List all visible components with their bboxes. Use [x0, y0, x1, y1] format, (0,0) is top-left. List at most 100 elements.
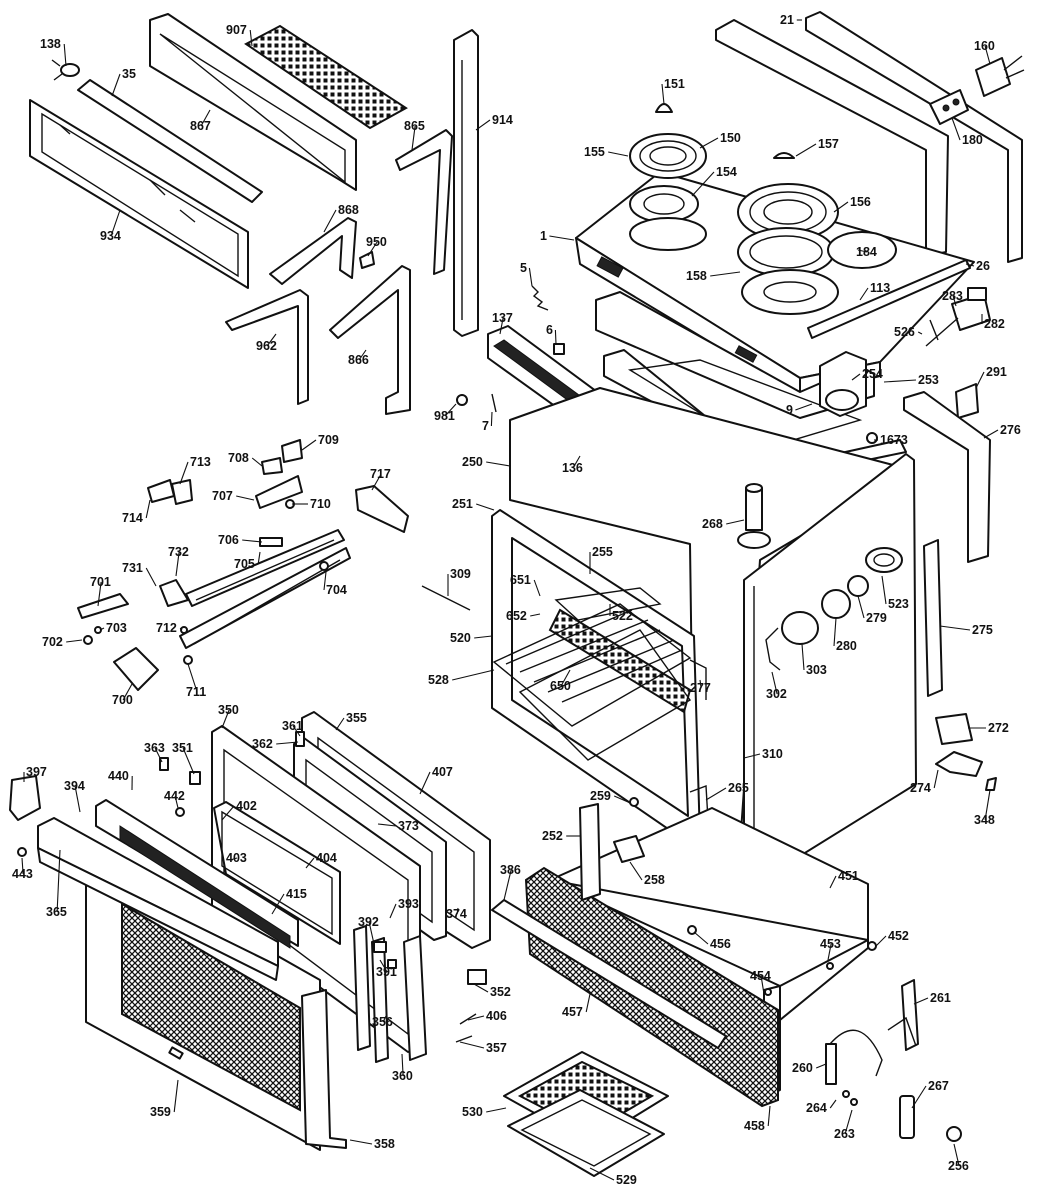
- part-callout-282: 282: [984, 317, 1005, 331]
- part-callout-136: 136: [562, 461, 583, 475]
- leader-line: [815, 1063, 827, 1069]
- part-callout-520: 520: [450, 631, 471, 645]
- leader-line: [691, 171, 715, 197]
- part-callout-362: 362: [252, 737, 273, 751]
- wire-302: [765, 627, 781, 671]
- hinge-bracket-356: [403, 935, 427, 1061]
- switch-block-254: [819, 351, 867, 417]
- clip-1673: [866, 432, 878, 444]
- leader-line: [379, 959, 388, 973]
- clip-348: [985, 777, 997, 791]
- leader-line: [401, 1053, 404, 1077]
- part-callout-708: 708: [228, 451, 249, 465]
- part-callout-151: 151: [664, 77, 685, 91]
- part-callout-7: 7: [482, 419, 489, 433]
- leader-line: [368, 921, 375, 945]
- part-callout-706: 706: [218, 533, 239, 547]
- part-callout-652: 652: [506, 609, 527, 623]
- part-callout-268: 268: [702, 517, 723, 531]
- part-callout-276: 276: [1000, 423, 1021, 437]
- part-callout-260: 260: [792, 1061, 813, 1075]
- vent-tube-268: [737, 483, 771, 549]
- part-callout-283: 283: [942, 289, 963, 303]
- leader-line: [533, 579, 541, 597]
- leader-line: [301, 439, 317, 451]
- leader-line: [66, 639, 83, 643]
- part-callout-258: 258: [644, 873, 665, 887]
- part-callout-397: 397: [26, 765, 47, 779]
- bracket-865: [395, 129, 453, 275]
- leader-line: [367, 241, 378, 257]
- leader-line: [444, 403, 457, 417]
- leader-line: [486, 1107, 507, 1113]
- leader-line: [154, 747, 163, 763]
- wire-309: [421, 585, 471, 611]
- leader-line: [699, 679, 702, 689]
- part-callout-407: 407: [432, 765, 453, 779]
- leader-line: [913, 997, 929, 1005]
- leader-line: [276, 741, 299, 745]
- door-window-403: [213, 801, 341, 945]
- part-callout-404: 404: [316, 851, 337, 865]
- part-callout-731: 731: [122, 561, 143, 575]
- leader-line: [554, 329, 557, 345]
- leader-lines: [21, 19, 999, 1181]
- clip-6: [553, 343, 565, 355]
- leader-line: [419, 771, 431, 795]
- leader-line: [984, 45, 991, 65]
- part-callout-529: 529: [616, 1173, 637, 1187]
- part-callout-352: 352: [490, 985, 511, 999]
- leader-line: [801, 643, 805, 671]
- part-callout-155: 155: [584, 145, 605, 159]
- leader-line: [767, 1105, 771, 1127]
- part-callout-259: 259: [590, 789, 611, 803]
- brace-914: [453, 29, 479, 337]
- part-callout-261: 261: [930, 991, 951, 1005]
- leader-line: [699, 137, 719, 149]
- part-callout-291: 291: [986, 365, 1007, 379]
- clip-157: [773, 152, 795, 159]
- leader-line: [271, 893, 285, 915]
- part-callout-907: 907: [226, 23, 247, 37]
- knob-526: [925, 317, 959, 347]
- leveling-leg-parts: [825, 979, 962, 1142]
- leader-line: [726, 519, 745, 525]
- leader-line: [911, 1085, 927, 1109]
- drawer-side-252: [579, 803, 601, 901]
- part-callout-867: 867: [190, 119, 211, 133]
- drawer-clip-258: [613, 835, 645, 863]
- leader-line: [476, 503, 495, 511]
- spring-5: [531, 285, 549, 311]
- part-callout-914: 914: [492, 113, 513, 127]
- part-callout-457: 457: [562, 1005, 583, 1019]
- leader-line: [833, 617, 837, 647]
- part-callout-158: 158: [686, 269, 707, 283]
- part-callout-184: 184: [856, 245, 877, 259]
- leader-line: [984, 789, 991, 821]
- part-callout-156: 156: [850, 195, 871, 209]
- part-callout-703: 703: [106, 621, 127, 635]
- part-callout-866: 866: [348, 353, 369, 367]
- bracket-868: [269, 217, 357, 285]
- part-callout-710: 710: [310, 497, 331, 511]
- leader-line: [917, 331, 923, 335]
- leader-line: [829, 875, 837, 889]
- bulb-279: [847, 575, 869, 597]
- part-callout-21: 21: [780, 13, 794, 27]
- part-callout-267: 267: [928, 1079, 949, 1093]
- trim-26: [807, 259, 971, 339]
- part-callout-981: 981: [434, 409, 455, 423]
- leader-line: [710, 271, 741, 277]
- leader-line: [939, 625, 971, 631]
- broil-element-522: [554, 587, 662, 621]
- small-element-155: [629, 133, 707, 251]
- leader-line: [179, 627, 183, 631]
- leader-line: [266, 333, 277, 347]
- sensor-272: [935, 713, 973, 745]
- leader-line: [503, 869, 512, 901]
- leader-line: [467, 1015, 485, 1021]
- leader-line: [983, 429, 999, 439]
- leader-line: [97, 581, 102, 607]
- terminal-block-160: [975, 55, 1025, 97]
- part-callout-277: 277: [690, 681, 711, 695]
